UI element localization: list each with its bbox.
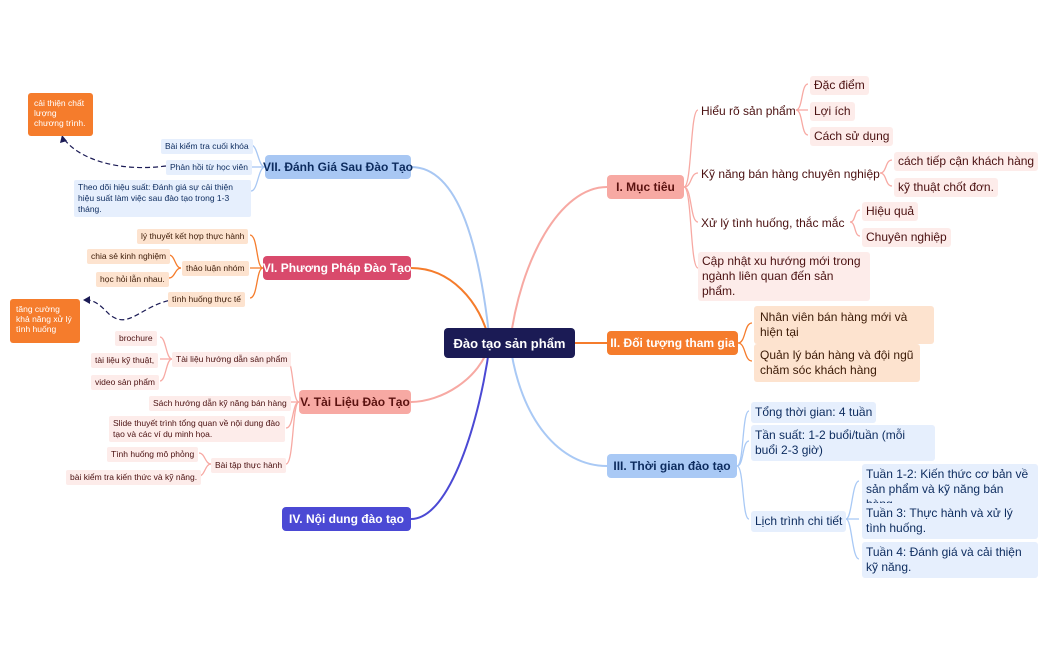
topic-bai-kiem-tra-cuoi-khoa[interactable]: Bài kiểm tra cuối khóa xyxy=(161,139,253,154)
topic-quan-ly-ban-hang[interactable]: Quản lý bán hàng và đội ngũ chăm sóc khá… xyxy=(754,344,920,382)
topic-ky-thuat-chot-don[interactable]: kỹ thuật chốt đơn. xyxy=(894,178,998,197)
topic-cach-su-dung[interactable]: Cách sử dụng xyxy=(810,127,894,146)
topic-lich-trinh[interactable]: Lịch trình chi tiết xyxy=(751,511,847,532)
root-topic[interactable]: Đào tạo sản phẩm xyxy=(444,328,575,358)
topic-thao-luan-nhom[interactable]: thảo luận nhóm xyxy=(182,261,249,276)
topic-slide-thuyet-trinh[interactable]: Slide thuyết trình tổng quan về nội dung… xyxy=(109,416,285,442)
branch-danh-gia[interactable]: VII. Đánh Giá Sau Đào Tạo xyxy=(263,155,413,179)
branch-noi-dung[interactable]: IV. Nội dung đào tạo xyxy=(282,507,411,531)
topic-hoc-hoi-lan-nhau[interactable]: học hỏi lẫn nhau. xyxy=(96,272,169,287)
topic-bai-kiem-tra-kien-thuc[interactable]: bài kiểm tra kiến thức và kỹ năng. xyxy=(66,470,202,485)
topic-phan-hoi-hoc-vien[interactable]: Phản hồi từ học viên xyxy=(166,160,252,175)
topic-tinh-huong-mo-phong[interactable]: Tình huống mô phỏng xyxy=(107,447,199,462)
branch-muc-tieu[interactable]: I. Mục tiêu xyxy=(607,175,684,199)
topic-nhan-vien-ban-hang[interactable]: Nhân viên bán hàng mới và hiện tại xyxy=(754,306,934,344)
topic-ly-thuyet-thuc-hanh[interactable]: lý thuyết kết hợp thực hành xyxy=(137,229,249,244)
topic-video-san-pham[interactable]: video sản phẩm xyxy=(91,375,160,390)
branch-thoi-gian[interactable]: III. Thời gian đào tạo xyxy=(607,454,737,478)
topic-xu-ly-tinh-huong[interactable]: Xử lý tình huống, thắc mắc xyxy=(701,216,845,230)
topic-tong-thoi-gian[interactable]: Tổng thời gian: 4 tuần xyxy=(751,402,877,423)
topic-tuan-4[interactable]: Tuần 4: Đánh giá và cải thiện kỹ năng. xyxy=(862,542,1038,578)
note-cai-thien-chat-luong[interactable]: cải thiện chất lượng chương trình. xyxy=(28,93,93,136)
branch-tai-lieu[interactable]: V. Tài Liệu Đào Tạo xyxy=(299,390,411,414)
topic-loi-ich[interactable]: Lợi ích xyxy=(810,102,855,121)
topic-hieu-qua[interactable]: Hiệu quả xyxy=(862,202,919,221)
branch-phuong-phap[interactable]: VI. Phương Pháp Đào Tạo xyxy=(263,256,411,280)
topic-ky-nang-ban-hang[interactable]: Kỹ năng bán hàng chuyên nghiệp xyxy=(701,167,880,181)
topic-cap-nhat-xu-huong[interactable]: Cập nhật xu hướng mới trong ngành liên q… xyxy=(698,252,870,301)
topic-chia-se-kinh-nghiem[interactable]: chia sẻ kinh nghiệm xyxy=(87,249,171,264)
topic-hieu-ro-san-pham[interactable]: Hiểu rõ sản phẩm xyxy=(701,104,796,118)
topic-theo-doi-hieu-suat[interactable]: Theo dõi hiệu suất: Đánh giá sự cải thiệ… xyxy=(74,180,251,217)
branch-doi-tuong[interactable]: II. Đối tượng tham gia xyxy=(607,331,738,355)
topic-dac-diem[interactable]: Đặc điểm xyxy=(810,76,869,95)
topic-chuyen-nghiep[interactable]: Chuyên nghiệp xyxy=(862,228,951,247)
topic-cach-tiep-can[interactable]: cách tiếp cận khách hàng xyxy=(894,152,1039,171)
topic-tinh-huong-thuc-te[interactable]: tình huống thực tế xyxy=(168,292,246,307)
topic-brochure[interactable]: brochure xyxy=(115,331,157,346)
topic-tan-suat[interactable]: Tần suất: 1-2 buổi/tuần (mỗi buổi 2-3 gi… xyxy=(751,425,935,461)
topic-tai-lieu-ky-thuat[interactable]: tài liệu kỹ thuật, xyxy=(91,353,159,368)
note-tang-cuong-xu-ly[interactable]: tăng cường khả năng xử lý tình huống xyxy=(10,299,80,343)
topic-bai-tap-thuc-hanh[interactable]: Bài tập thực hành xyxy=(211,458,287,473)
topic-tuan-3[interactable]: Tuần 3: Thực hành và xử lý tình huống. xyxy=(862,503,1038,539)
topic-sach-huong-dan[interactable]: Sách hướng dẫn kỹ năng bán hàng xyxy=(149,396,291,411)
topic-tai-lieu-huong-dan[interactable]: Tài liệu hướng dẫn sản phẩm xyxy=(172,352,292,367)
